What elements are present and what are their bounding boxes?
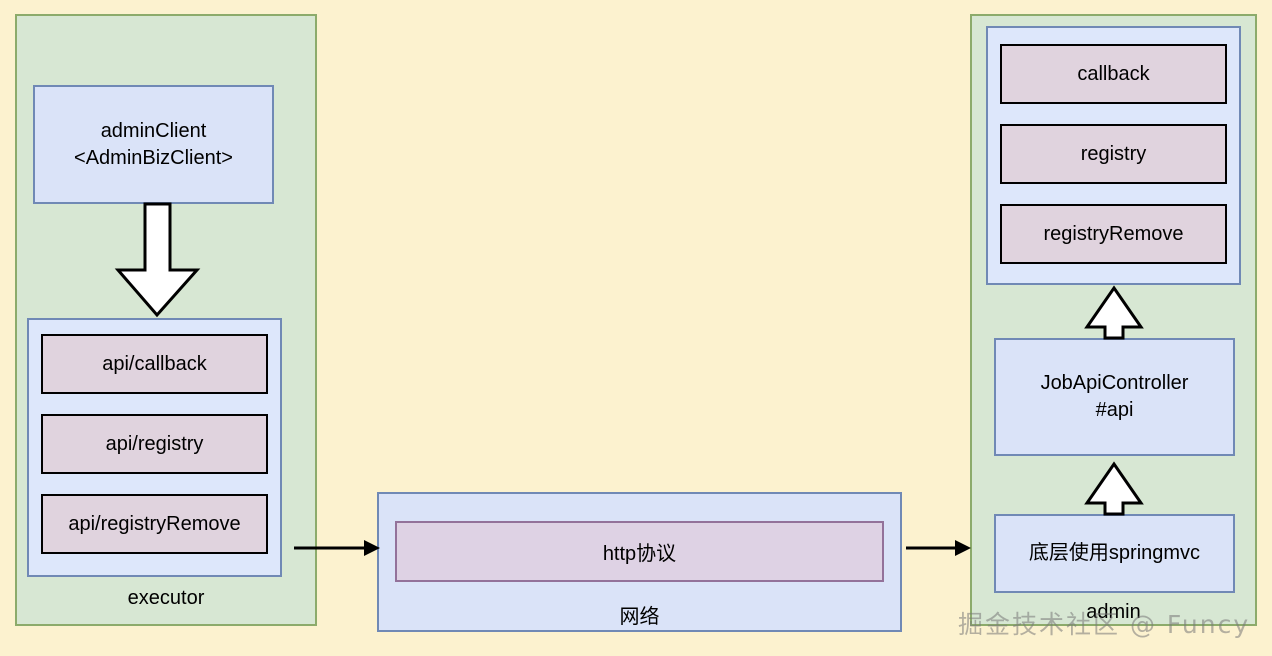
- executor-api-registry-remove-label: api/registryRemove: [68, 512, 241, 535]
- arrow-network-to-admin: [906, 540, 971, 556]
- admin-handler-registry-label: registry: [1080, 142, 1147, 165]
- http-protocol-label: http协议: [602, 543, 677, 565]
- job-api-controller-line1: JobApiController: [1040, 372, 1189, 394]
- job-api-controller-box: JobApiController #api: [994, 338, 1235, 456]
- admin-handler-callback: callback: [1000, 44, 1227, 104]
- admin-client-line1: adminClient: [100, 119, 207, 142]
- executor-api-registry-remove: api/registryRemove: [41, 494, 268, 554]
- watermark: 掘金技术社区 @ Funcy: [958, 610, 1251, 639]
- springmvc-label: 底层使用springmvc: [1028, 542, 1201, 564]
- admin-handler-registry: registry: [1000, 124, 1227, 184]
- executor-api-registry-label: api/registry: [105, 432, 204, 455]
- admin-group-label: admin: [1086, 601, 1141, 623]
- admin-handler-registry-remove: registryRemove: [1000, 204, 1227, 264]
- admin-client-line2: <AdminBizClient>: [74, 146, 233, 169]
- springmvc-box: 底层使用springmvc: [994, 514, 1235, 593]
- admin-handler-registry-remove-label: registryRemove: [1043, 222, 1184, 245]
- admin-client-box: adminClient <AdminBizClient>: [33, 85, 274, 204]
- network-box-label: 网络: [619, 606, 660, 628]
- executor-api-registry: api/registry: [41, 414, 268, 474]
- executor-api-callback-label: api/callback: [102, 352, 207, 375]
- executor-group-label: executor: [127, 587, 205, 609]
- admin-handler-callback-label: callback: [1077, 62, 1150, 85]
- job-api-controller-line2: #api: [1095, 399, 1134, 421]
- executor-api-callback: api/callback: [41, 334, 268, 394]
- http-protocol-box: http协议: [395, 521, 884, 582]
